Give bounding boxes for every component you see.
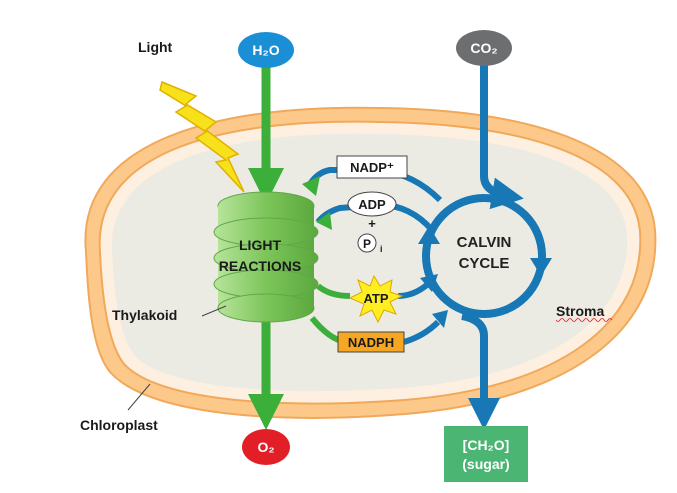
calvin-cycle-ring [422, 194, 546, 318]
adp-label: ADP [358, 197, 386, 212]
co2-bubble: CO₂ [456, 30, 512, 66]
chloroplast [84, 106, 657, 419]
co2-label: CO₂ [470, 40, 497, 56]
adp-oval: ADP [347, 191, 397, 217]
thylakoid-leader-line [201, 305, 227, 317]
calvin-cycle-arrowhead-left [418, 226, 440, 244]
stroma-label: Stroma [556, 303, 604, 319]
lightning-bolt-icon [159, 80, 245, 193]
calvin-cycle-arrowhead-right [530, 258, 552, 276]
oxygen-label: O₂ [257, 439, 274, 455]
nadph-arrow-blue [403, 319, 441, 345]
chloroplast-leader-line [127, 383, 151, 411]
water-bubble: H₂O [238, 32, 294, 68]
water-label: H₂O [252, 42, 279, 58]
atp-arrow-green [316, 283, 351, 299]
nadp-arrowhead [302, 176, 320, 196]
chloroplast-label: Chloroplast [80, 417, 158, 433]
sugar-line1: [CH₂O] [463, 437, 510, 453]
nadph-box: NADPH [337, 331, 405, 353]
nadp-plus-box: NADP⁺ [336, 155, 408, 179]
nadp-plus-label: NADP⁺ [350, 160, 394, 175]
calvin-cycle: CALVIN CYCLE [418, 194, 552, 318]
calvin-label-line1: CALVIN [457, 234, 512, 251]
nadph-label: NADPH [348, 335, 394, 350]
calvin-label-line2: CYCLE [459, 255, 510, 272]
atp-arrowhead [420, 274, 438, 292]
sugar-box: [CH₂O] (sugar) [444, 426, 528, 482]
thylakoid-disc-5 [217, 293, 315, 323]
adp-arrowhead [316, 212, 332, 230]
plus-sign: + [368, 216, 376, 231]
light-label: Light [138, 39, 173, 55]
atp-label: ATP [363, 291, 388, 306]
co2-input-arrow [480, 62, 524, 210]
light-reactions-line1: LIGHT [239, 237, 281, 253]
thylakoid-label: Thylakoid [112, 307, 177, 323]
phosphate-circle: P i [357, 233, 383, 254]
light-reactions-line2: REACTIONS [219, 258, 301, 274]
oxygen-bubble: O₂ [242, 429, 290, 465]
sugar-output-arrow [461, 312, 500, 430]
starburst-icon [348, 274, 404, 324]
sugar-line2: (sugar) [462, 456, 509, 472]
pi-subscript: i [380, 244, 383, 254]
nadph-arrowhead [432, 310, 448, 328]
stroma-underline [555, 318, 613, 322]
pi-letter: P [363, 237, 371, 251]
thylakoid-stack: LIGHT REACTIONS [213, 191, 319, 323]
atp-burst: ATP [348, 274, 404, 324]
